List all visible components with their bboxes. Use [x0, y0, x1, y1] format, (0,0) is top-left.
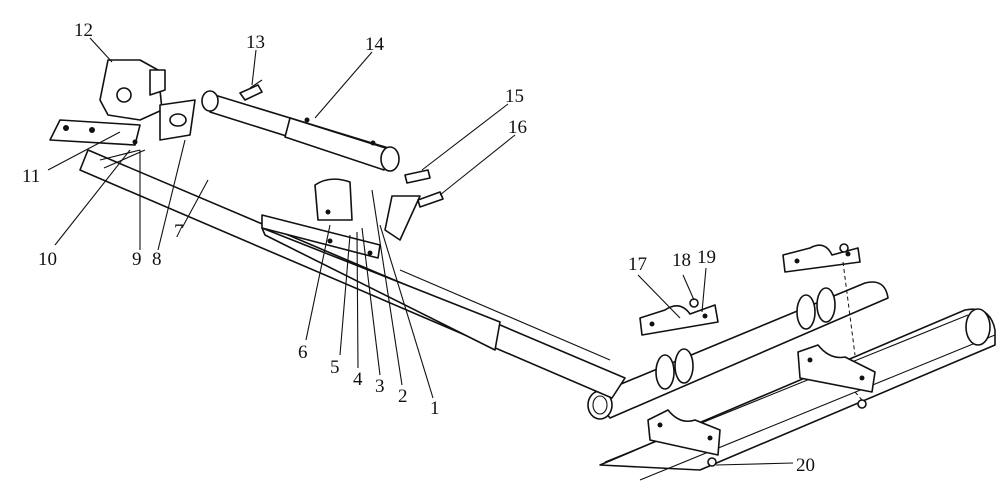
bushing-clamp-upper-right	[782, 243, 861, 273]
callout-11: 11	[22, 166, 40, 187]
lower-bracket	[261, 214, 501, 351]
callout-10: 10	[38, 249, 57, 270]
arm-clamp	[314, 178, 421, 241]
bolt-16	[417, 191, 444, 208]
saddle-lower-right	[797, 344, 876, 409]
callout-9: 9	[132, 249, 142, 270]
callout-16: 16	[508, 117, 527, 138]
rear-bracket	[49, 59, 196, 161]
callout-3: 3	[375, 376, 385, 397]
leader-lines	[47, 37, 794, 466]
callout-2: 2	[398, 386, 408, 407]
callout-12: 12	[74, 20, 93, 41]
callout-13: 13	[246, 32, 265, 53]
callout-6: 6	[298, 342, 308, 363]
callout-5: 5	[330, 357, 340, 378]
callout-19: 19	[697, 247, 716, 268]
bolt-15	[404, 169, 431, 184]
callout-labels: 1 2 3 4 5 6 7 8 9 10 11 12 13 14 15 16 1…	[22, 20, 815, 476]
callout-20: 20	[796, 455, 815, 476]
callout-17: 17	[628, 254, 647, 275]
callout-1: 1	[430, 398, 440, 419]
callout-14: 14	[365, 34, 385, 55]
pin-10	[103, 149, 146, 169]
bushing-clamp-upper-left	[639, 304, 719, 336]
stabilizer-bar	[587, 281, 889, 420]
bolt-13	[239, 79, 263, 101]
callout-4: 4	[353, 369, 363, 390]
callout-7: 7	[174, 221, 184, 242]
nut-18	[689, 298, 699, 308]
callout-8: 8	[152, 249, 162, 270]
hydraulic-cylinder	[201, 90, 400, 172]
callout-15: 15	[505, 86, 524, 107]
callout-18: 18	[672, 250, 691, 271]
saddle-lower-left	[647, 409, 721, 467]
